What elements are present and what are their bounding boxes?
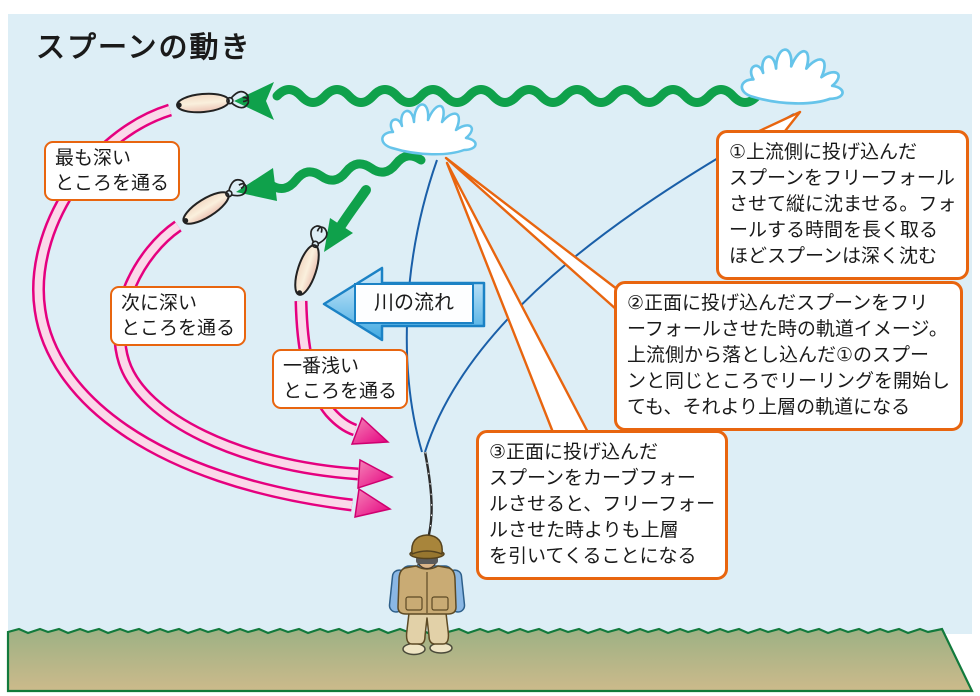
depth-label-shallowest: 一番浅い ところを通る bbox=[272, 349, 409, 409]
mid-arc-arrowhead-icon bbox=[357, 458, 394, 490]
depth-label-deepest: 最も深い ところを通る bbox=[44, 141, 181, 201]
deep-arc-arrowhead-icon bbox=[354, 487, 392, 518]
mid-trajectory-arc bbox=[113, 220, 394, 490]
depth-label-next-deepest: 次に深い ところを通る bbox=[110, 286, 247, 346]
water-splash-icon bbox=[740, 48, 844, 105]
spoon-lure-icon bbox=[176, 90, 250, 114]
green-retrieve-arrow-top bbox=[234, 82, 786, 120]
river-flow-label: 川の流れ bbox=[354, 283, 474, 324]
spoon-lure-icon bbox=[182, 178, 248, 225]
callout-front-cast-freefall: ②正面に投げ込んだスプーンをフリ ーフォールさせた時の軌道イメージ。 上流側から… bbox=[614, 281, 964, 431]
green-retrieve-arrow-short bbox=[324, 185, 371, 252]
callout-upstream-cast: ①上流側に投げ込んだ スプーンをフリーフォール させて縦に沈ませる。フォ ールす… bbox=[716, 130, 970, 280]
shallow-arc-arrowhead-icon bbox=[350, 416, 390, 445]
green-retrieve-arrow-middle bbox=[236, 151, 426, 201]
water-splash-icon bbox=[381, 103, 477, 156]
spoon-lure-icon bbox=[294, 225, 328, 296]
angler-figure-icon bbox=[388, 534, 466, 656]
grass-ground bbox=[6, 627, 974, 693]
page-title: スプーンの動き bbox=[36, 32, 252, 64]
callout-front-cast-curvefall: ③正面に投げ込んだ スプーンをカーブフォー ルさせると、フリーフォー ルさせた時… bbox=[476, 430, 729, 580]
